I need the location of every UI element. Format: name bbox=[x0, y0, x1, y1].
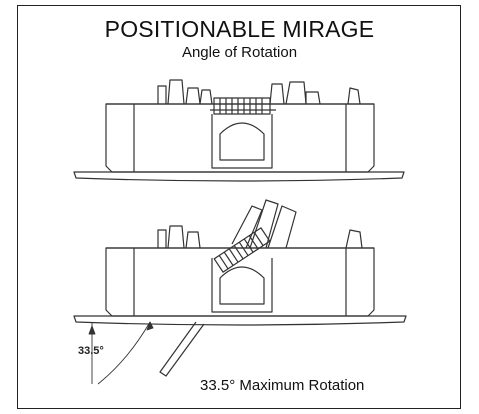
angle-arc bbox=[97, 321, 151, 385]
spring-clip bbox=[199, 89, 213, 105]
trim-flange bbox=[73, 315, 407, 326]
angle-label: 33.5° bbox=[78, 345, 104, 357]
spring-clip bbox=[285, 81, 307, 105]
spring-clip bbox=[269, 83, 285, 105]
arrowhead-icon bbox=[88, 325, 96, 335]
lamp-window bbox=[219, 122, 265, 161]
lamp-window bbox=[219, 266, 265, 305]
spring-clip bbox=[167, 79, 185, 105]
diagram-frame bbox=[17, 5, 461, 409]
housing-body bbox=[105, 247, 375, 317]
coil-windings bbox=[218, 231, 264, 270]
spring-clip bbox=[157, 85, 167, 104]
spring-clip bbox=[345, 229, 363, 249]
lamp-housing bbox=[211, 258, 273, 313]
page-title: POSITIONABLE MIRAGE bbox=[104, 16, 375, 42]
arrowhead-icon bbox=[146, 321, 154, 331]
tilted-clip bbox=[231, 205, 263, 249]
tilted-clip bbox=[249, 199, 279, 249]
rotated-lamp-arm bbox=[159, 321, 205, 377]
lamp-housing bbox=[211, 114, 273, 169]
spring-clip bbox=[157, 229, 167, 248]
fixture-rotated bbox=[73, 199, 407, 377]
gimbal-coil-rotated bbox=[213, 227, 271, 273]
tilted-clip bbox=[267, 205, 297, 249]
spring-clip bbox=[185, 87, 201, 105]
gimbal-coil bbox=[213, 97, 271, 115]
trim-flange bbox=[73, 171, 405, 182]
fixture-neutral bbox=[73, 79, 405, 182]
spring-clip bbox=[185, 231, 201, 249]
coil-windings bbox=[219, 98, 263, 114]
angle-dimension bbox=[88, 321, 154, 385]
rotation-caption: 33.5° Maximum Rotation bbox=[200, 377, 365, 394]
page-subtitle: Angle of Rotation bbox=[181, 44, 298, 61]
spring-clip bbox=[305, 91, 321, 105]
gimbal-coil bbox=[213, 227, 271, 273]
spring-clip bbox=[167, 225, 185, 249]
spring-clip bbox=[347, 87, 361, 105]
